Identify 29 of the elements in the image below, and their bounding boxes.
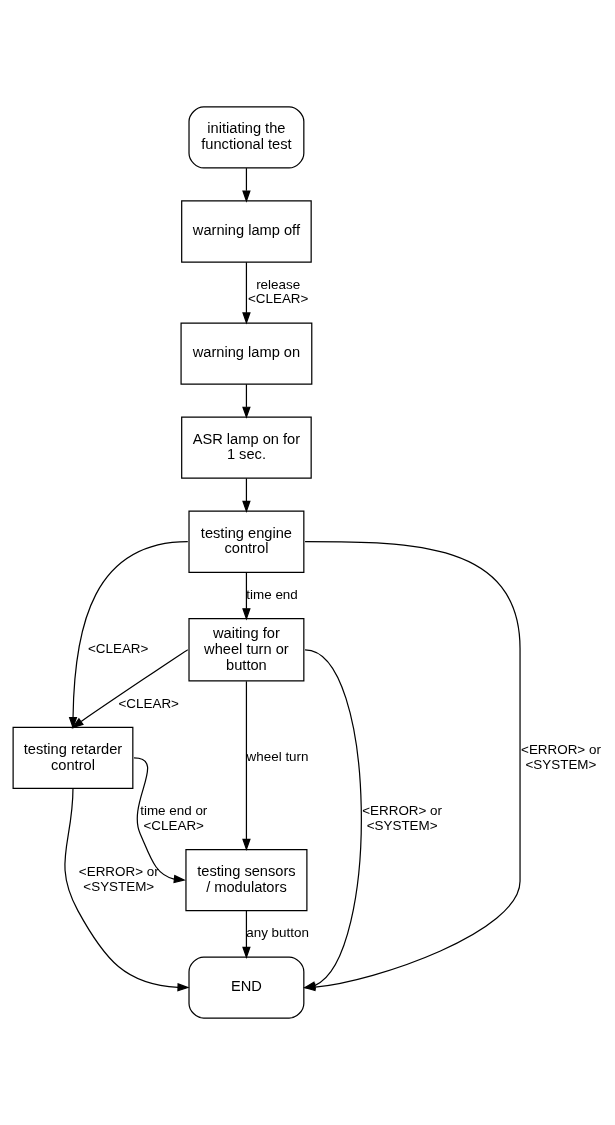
edge-label: <ERROR> or <SYSTEM> bbox=[362, 803, 443, 833]
edge-label: <CLEAR> bbox=[87, 641, 149, 657]
node-box: warning lamp on bbox=[180, 322, 313, 385]
arrow bbox=[71, 649, 189, 729]
edge-label: wheel turn bbox=[246, 749, 309, 765]
edge-label: any button bbox=[246, 925, 309, 941]
node-box: testing retarder control bbox=[12, 726, 134, 790]
edge-label: <ERROR> or <SYSTEM> bbox=[521, 742, 601, 772]
arrow bbox=[242, 571, 251, 621]
arrow bbox=[242, 680, 251, 852]
edge-label: release <CLEAR> bbox=[247, 276, 309, 307]
arrow bbox=[242, 261, 251, 325]
node-box: testing sensors / modulators bbox=[185, 848, 308, 912]
arrow bbox=[64, 787, 190, 992]
node-box: ASR lamp on for 1 sec. bbox=[181, 416, 312, 479]
node-box: testing engine control bbox=[188, 510, 305, 573]
edge-label: time end or <CLEAR> bbox=[140, 803, 208, 833]
arrow bbox=[242, 167, 251, 203]
edge-label: time end bbox=[246, 586, 298, 602]
arrow bbox=[68, 541, 189, 730]
node-box: initiating the functional test bbox=[188, 106, 305, 169]
edge-label: <CLEAR> bbox=[118, 695, 179, 711]
node-box: waiting for wheel turn or button bbox=[188, 618, 305, 682]
arrow bbox=[242, 910, 251, 959]
arrow bbox=[242, 477, 251, 513]
arrow bbox=[242, 383, 251, 419]
node-box: warning lamp off bbox=[181, 200, 312, 263]
node-box: END bbox=[188, 956, 305, 1019]
edge-label: <ERROR> or <SYSTEM> bbox=[78, 864, 159, 894]
